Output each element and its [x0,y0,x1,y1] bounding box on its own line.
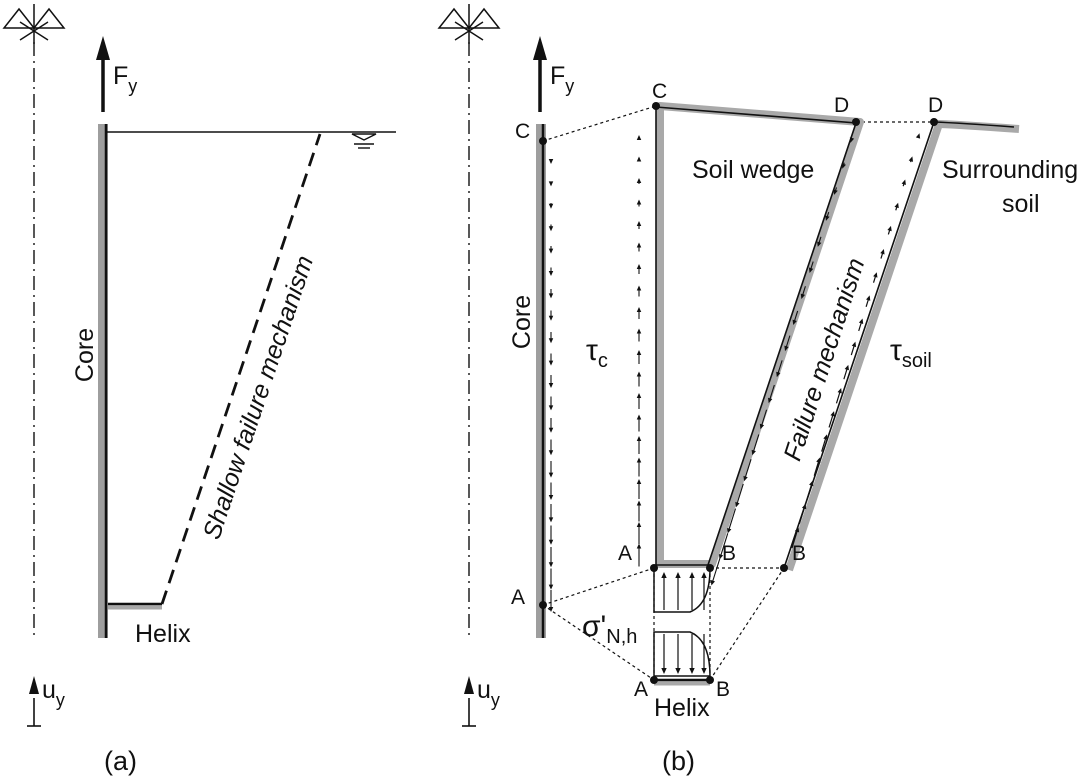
displacement-label: uy [42,676,65,710]
key-points [539,102,938,684]
point-A-wedge: A [618,542,632,565]
surrounding-label-line2: soil [1002,190,1040,218]
point-A-core: A [511,586,525,609]
symmetry-axis-icon [437,4,501,640]
point-D-wedge: D [834,94,849,117]
projection-lines [542,105,934,681]
helix-bottom-stress [653,631,711,677]
outer-slope-arrows [791,133,921,549]
force-arrow [533,36,547,112]
core-shear-arrows [548,159,554,612]
tau-soil-label: τsoil [890,334,932,372]
stress-arrows [661,572,707,674]
helix-label: Helix [654,694,710,722]
panel-a: Fy Core Helix Shallow failure mechanism … [2,4,396,776]
point-A-helix: A [634,678,648,701]
wedge-shear-arrows [636,135,642,567]
point-B-helix: B [716,678,730,701]
core-shaft [536,124,546,638]
point-B-surround: B [792,542,806,565]
point-C-core: C [515,120,530,143]
force-label: Fy [113,62,137,96]
point-B-wedge: B [722,542,736,565]
caption-a: (a) [104,746,137,776]
surrounding-label-line1: Surrounding [942,156,1078,184]
helix-top-stress [653,567,711,613]
core-shaft [98,124,108,638]
core-label: Core [508,295,536,349]
inner-slope-arrows [710,137,855,586]
symmetry-axis-icon [2,4,66,640]
force-label: Fy [550,62,574,96]
sigma-label: σ'N,h [582,610,637,648]
displacement-arrow [27,676,41,727]
water-table-icon [351,133,377,149]
tau-c-label: τc [586,334,608,372]
force-arrow [96,36,110,112]
displacement-label: uy [477,676,500,710]
panel-b: Fy Core Soil wedge Surrounding soil [437,4,1078,776]
wedge-label: Soil wedge [692,156,814,184]
mechanism-label: Shallow failure mechanism [198,252,319,543]
shallow-failure-line [160,133,322,605]
point-C-top: C [652,80,667,103]
displacement-arrow [462,676,476,727]
caption-b: (b) [662,746,695,776]
point-D-surround: D [928,94,943,117]
helix-label: Helix [135,620,191,648]
core-label: Core [71,328,99,382]
